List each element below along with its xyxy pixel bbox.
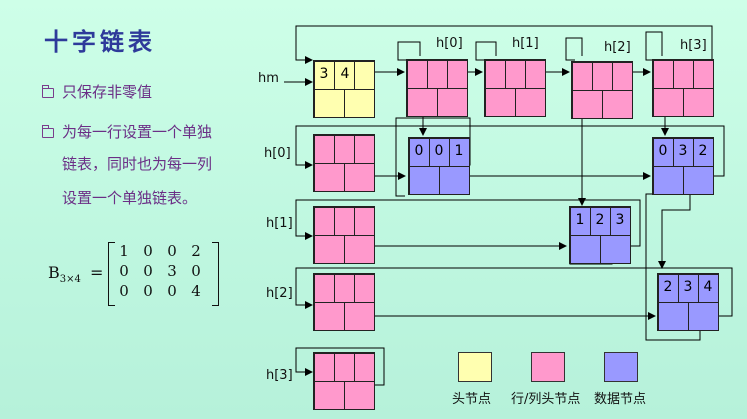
col-head-label-3: h[3] (680, 38, 707, 53)
head-node: 3 4 (313, 60, 375, 118)
slide-title: 十字链表 (44, 27, 156, 56)
col-head-label-2: h[2] (604, 40, 631, 55)
bullet-icon (41, 85, 54, 98)
col-header-node-1 (484, 59, 546, 117)
row-head-label-1: h[1] (266, 216, 293, 231)
legend-label-header: 行/列头节点 (511, 392, 581, 407)
head-cell (354, 61, 375, 90)
bullet-icon (41, 125, 54, 138)
head-cell (314, 89, 345, 118)
data-node-2: 1 2 3 (569, 206, 631, 264)
row-header-node-2 (313, 273, 375, 331)
row-head-label-0: h[0] (264, 146, 291, 161)
col-header-node-3 (652, 59, 714, 117)
row-header-node-0 (313, 134, 375, 192)
row-head-label-2: h[2] (266, 286, 293, 301)
legend-label-head: 头节点 (452, 392, 492, 407)
row-head-label-3: h[3] (266, 368, 293, 383)
col-header-node-0 (406, 59, 468, 117)
bullet-text-3: 链表，同时也为每一列 (62, 155, 213, 173)
head-cell (344, 89, 375, 118)
row-header-node-3 (313, 352, 375, 410)
col-head-label-1: h[1] (512, 36, 539, 51)
col-header-node-2 (571, 61, 633, 119)
bullet-text-1: 只保存非零值 (62, 83, 153, 101)
col-head-label-0: h[0] (436, 36, 463, 51)
row-header-node-1 (313, 206, 375, 264)
matrix-bracket-right (212, 242, 219, 306)
matrix-label: B3×4 = (48, 263, 104, 286)
legend-swatch-data (604, 352, 638, 382)
hm-label: hm (258, 71, 279, 86)
bullet-text-2: 为每一行设置一个单独 (62, 123, 213, 141)
data-node-3: 2 3 4 (657, 273, 719, 331)
legend-label-data: 数据节点 (594, 392, 647, 407)
bullet-text-4: 设置一个单独链表。 (62, 189, 198, 207)
matrix-bracket-left (108, 242, 115, 306)
legend-swatch-header (531, 352, 565, 382)
data-node-0: 0 0 1 (408, 137, 470, 195)
legend-swatch-head (458, 352, 492, 382)
data-node-1: 0 3 2 (652, 137, 714, 195)
